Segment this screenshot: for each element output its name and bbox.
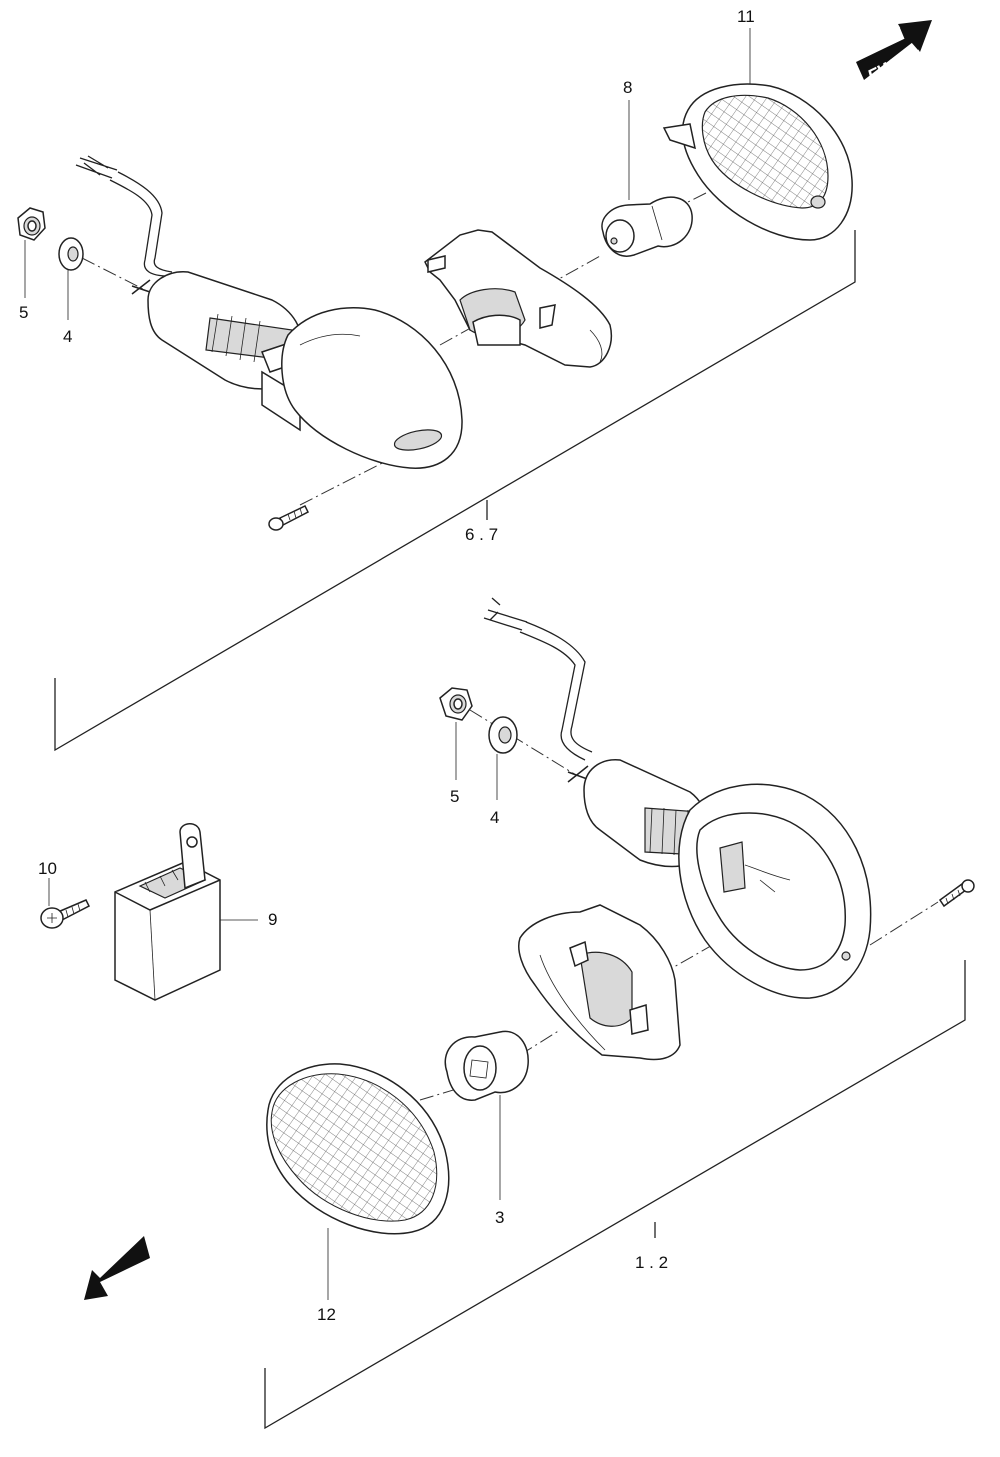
- screw-bottom: [938, 879, 975, 908]
- callout-8: 8: [623, 78, 632, 97]
- fwd-arrow-bottom: FWD: [84, 1236, 150, 1300]
- bulb-socket-bottom: [518, 904, 681, 1061]
- bulb-part-3: [444, 1030, 529, 1101]
- callout-6-7: 6 . 7: [465, 525, 498, 544]
- nut-part-5-top: [17, 207, 46, 241]
- screw-axis-bottom: [869, 901, 939, 946]
- callout-5-top: 5: [19, 303, 28, 322]
- axis-line-top-b: [439, 254, 603, 346]
- callout-4-bottom: 4: [490, 808, 499, 827]
- lens-part-12: [266, 1063, 450, 1235]
- flasher-relay-part-9: [114, 823, 221, 1001]
- bulb-part-8: [601, 196, 693, 257]
- callout-1-2: 1 . 2: [635, 1253, 668, 1272]
- fwd-arrow-top: FWD: [856, 20, 932, 86]
- bulb-socket-top: [424, 229, 612, 368]
- lens-part-11: [662, 83, 853, 241]
- callout-12: 12: [317, 1305, 336, 1324]
- nut-part-5-bottom: [439, 687, 473, 721]
- callout-3: 3: [495, 1208, 504, 1227]
- callout-4-top: 4: [63, 327, 72, 346]
- washer-part-4-top: [58, 237, 84, 271]
- callout-labels: 11 8 5 4 6 . 7 5 4 10 9 3 1 . 2 12: [19, 7, 755, 1324]
- axis-line-top-a: [81, 257, 146, 291]
- bracket-6-7: [54, 230, 856, 752]
- bottom-turn-signal-assembly: FWD: [40, 597, 975, 1430]
- turn-signal-housing-bottom: [567, 759, 872, 999]
- callout-11: 11: [737, 7, 755, 26]
- top-turn-signal-assembly: FWD: [17, 20, 932, 752]
- screw-part-10: [40, 899, 91, 929]
- callout-5-bottom: 5: [450, 787, 459, 806]
- screw-top: [268, 505, 310, 531]
- turn-signal-housing-top: [131, 271, 463, 469]
- callout-9: 9: [268, 910, 277, 929]
- axis-line-bottom-a: [469, 709, 577, 776]
- washer-part-4-bottom: [488, 716, 518, 754]
- bracket-1-2: [264, 960, 966, 1430]
- callout-10: 10: [38, 859, 57, 878]
